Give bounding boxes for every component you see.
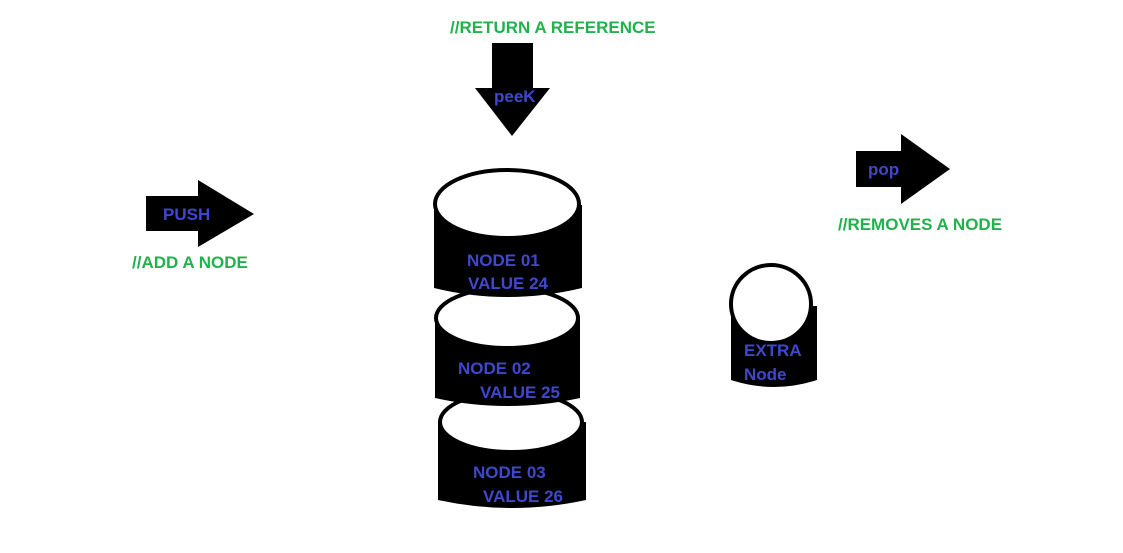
- extra-node-line1: EXTRA: [744, 341, 802, 360]
- extra-node: EXTRA Node: [729, 263, 817, 387]
- node-value: VALUE 24: [468, 274, 549, 293]
- extra-node-line2: Node: [744, 365, 787, 384]
- pop-label: pop: [868, 160, 899, 179]
- stack-node-1: NODE 01 VALUE 24: [433, 168, 582, 297]
- node-name: NODE 02: [458, 359, 531, 378]
- pop-comment: //REMOVES A NODE: [838, 215, 1002, 234]
- peek-label: peeK: [494, 87, 536, 106]
- pop-arrow: pop: [856, 134, 950, 204]
- push-arrow: PUSH: [146, 180, 254, 247]
- node-name: NODE 03: [473, 463, 546, 482]
- node-name: NODE 01: [467, 251, 540, 270]
- push-label: PUSH: [163, 205, 210, 224]
- stack-node-2: NODE 02 VALUE 25: [434, 286, 580, 406]
- peek-arrow: peeK: [475, 43, 550, 136]
- peek-comment: //RETURN A REFERENCE: [450, 18, 656, 37]
- stack-node-3: NODE 03 VALUE 26: [438, 390, 586, 508]
- node-value: VALUE 26: [483, 487, 563, 506]
- push-comment: //ADD A NODE: [132, 253, 248, 272]
- node-value: VALUE 25: [480, 383, 560, 402]
